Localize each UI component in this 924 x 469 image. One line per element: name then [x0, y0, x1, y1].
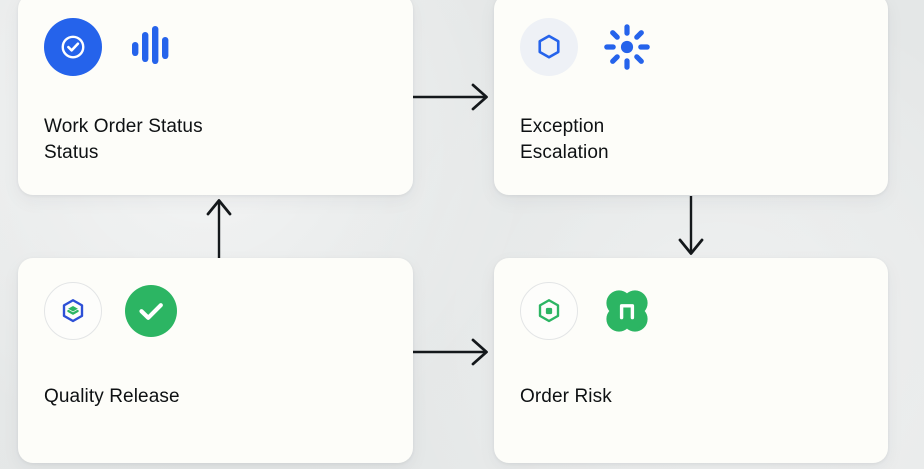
card-title: Work Order Status Status — [44, 116, 203, 163]
sun-spinner-icon — [600, 20, 654, 74]
card-quality-release[interactable]: Quality Release — [18, 258, 413, 463]
card-title: Quality Release — [44, 386, 180, 407]
card-exception-escalation[interactable]: Exception Escalation — [494, 0, 888, 195]
arrow-exception-to-order-risk — [662, 194, 720, 258]
card-order-risk[interactable]: Order Risk — [494, 258, 888, 463]
hexagon-outline-icon — [520, 18, 578, 76]
check-circle-filled-icon — [124, 284, 178, 338]
clover-gate-icon — [600, 284, 654, 338]
card-title: Order Risk — [520, 386, 612, 407]
card-icon-row — [44, 282, 178, 340]
card-icon-row — [44, 18, 178, 76]
card-icon-row — [520, 282, 654, 340]
hexagon-dot-icon — [520, 282, 578, 340]
card-icon-row — [520, 18, 654, 76]
hexagon-layers-icon — [44, 282, 102, 340]
arrow-work-order-to-exception — [411, 75, 495, 119]
check-circle-icon — [44, 18, 102, 76]
card-work-order-status[interactable]: Work Order Status Status — [18, 0, 413, 195]
arrow-quality-release-to-order-risk — [411, 330, 495, 374]
arrow-quality-release-to-work-order — [190, 196, 248, 260]
bar-chart-icon — [124, 20, 178, 74]
card-title: Exception Escalation — [520, 116, 609, 163]
